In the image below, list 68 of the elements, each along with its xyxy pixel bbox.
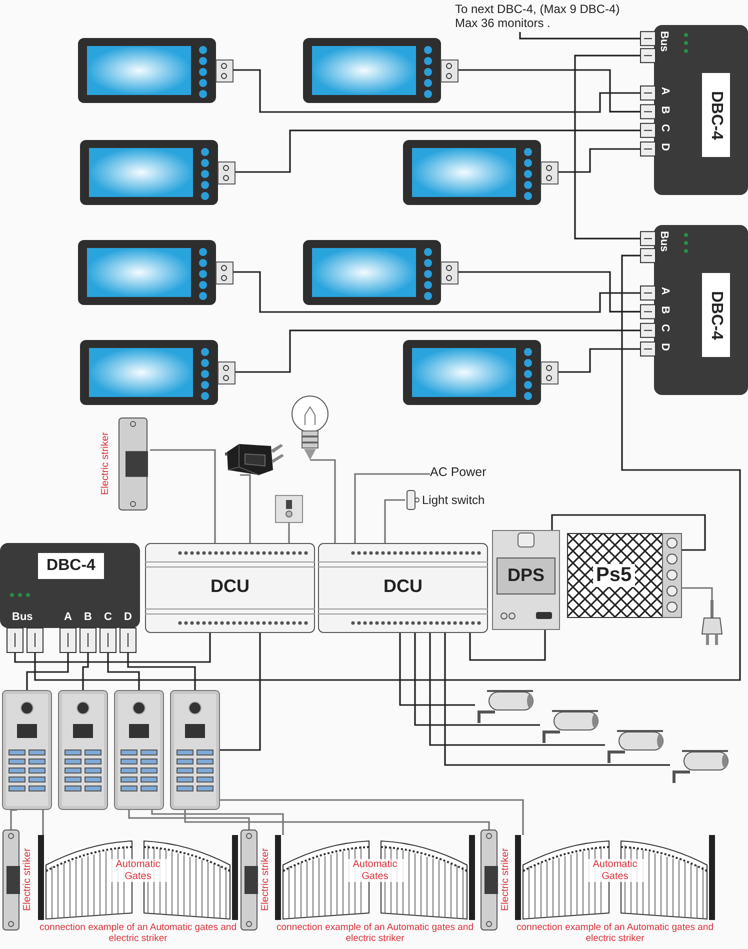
gate-caption: connection example of an Automatic gates and electric striker <box>38 923 238 945</box>
wire <box>220 799 524 835</box>
port-label: A <box>659 87 671 95</box>
device-label: Electric striker <box>500 847 511 914</box>
gate-caption: connection example of an Automatic gates and electric striker <box>516 923 714 945</box>
wire <box>519 32 640 40</box>
power-label: AC Power <box>430 465 505 483</box>
wire <box>184 810 490 830</box>
device-label: DCU <box>210 576 250 597</box>
wire <box>220 633 261 751</box>
port-label: Bus <box>658 31 670 52</box>
wire <box>399 633 475 706</box>
port-label: B <box>659 106 671 114</box>
port-label: Bus <box>12 611 33 623</box>
port-label: C <box>659 124 671 132</box>
wire <box>34 254 741 681</box>
wire <box>14 633 211 663</box>
device-label: DCU <box>382 576 424 597</box>
wire <box>288 522 290 543</box>
device-label: Electric striker <box>260 847 271 914</box>
port-label: B <box>84 611 92 623</box>
note-text: To next DBC-4, (Max 9 DBC-4) Max 36 monitors . <box>455 2 635 32</box>
wire <box>310 459 336 543</box>
device-label: Ps5 <box>593 564 635 587</box>
device-label: Light switch <box>422 493 485 507</box>
wire <box>10 809 17 830</box>
port-label: D <box>659 343 671 351</box>
wire <box>150 449 216 543</box>
device-label: DPS <box>506 565 546 586</box>
port-label: Bus <box>658 231 670 252</box>
device-label: Electric striker <box>100 431 111 498</box>
wire <box>574 54 640 240</box>
wire <box>233 69 640 113</box>
wire <box>458 271 640 312</box>
wire <box>82 653 89 690</box>
device-label: DBC-4 <box>46 556 96 576</box>
port-label: D <box>124 611 132 623</box>
wire <box>233 271 640 313</box>
wire <box>429 633 605 746</box>
device-label: DBC-4 <box>707 90 726 142</box>
wire <box>151 810 284 835</box>
wire <box>240 474 251 543</box>
wire <box>558 348 640 373</box>
wire <box>354 473 430 543</box>
port-label: A <box>64 611 72 623</box>
wire <box>127 653 196 690</box>
port-label: A <box>659 287 671 295</box>
port-label: B <box>659 306 671 314</box>
wire <box>414 633 540 726</box>
wire <box>444 633 670 766</box>
wire <box>682 587 713 600</box>
wire <box>235 330 640 373</box>
wire <box>107 653 140 690</box>
port-label: C <box>659 324 671 332</box>
wire <box>458 69 640 112</box>
wire <box>558 148 640 173</box>
gate-caption: connection example of an Automatic gates and electric striker <box>276 923 474 945</box>
wire <box>384 499 405 543</box>
port-label: D <box>659 143 671 151</box>
wire <box>469 630 546 661</box>
wire <box>26 653 69 690</box>
wire <box>235 130 640 173</box>
port-label: C <box>104 611 112 623</box>
wire <box>128 810 250 830</box>
device-label: DBC-4 <box>707 290 726 342</box>
wire <box>42 809 44 835</box>
device-label: Electric striker <box>22 847 33 914</box>
wire <box>551 514 706 551</box>
